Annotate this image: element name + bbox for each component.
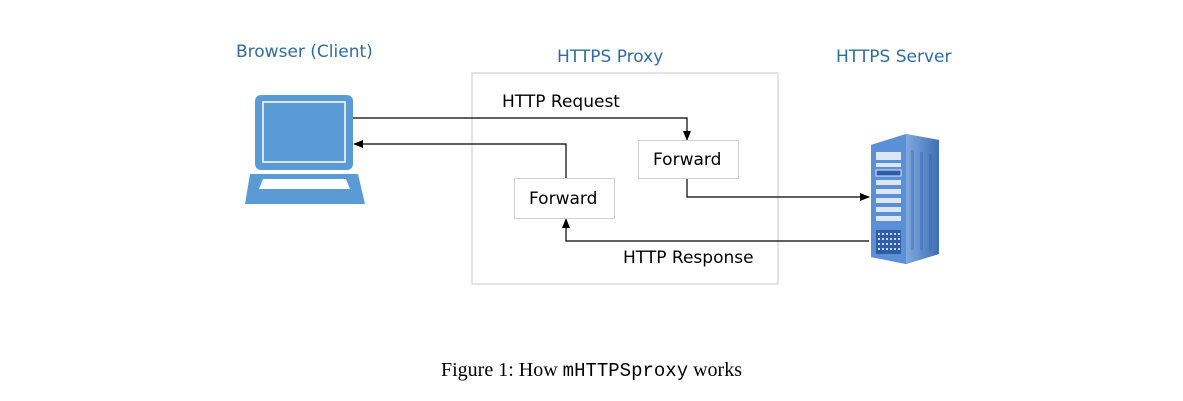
laptop-icon	[245, 95, 365, 204]
response-arrow	[562, 218, 869, 242]
caption-prefix: Figure 1: How	[441, 359, 558, 381]
proxy-title: HTTPS Proxy	[557, 47, 664, 67]
forward-box-lower: Forward	[514, 178, 615, 219]
caption-suffix: works	[693, 359, 742, 381]
request-label: HTTP Request	[502, 92, 620, 112]
client-title: Browser (Client)	[236, 42, 373, 62]
figure-caption: Figure 1: How mHTTPSproxy works	[0, 359, 1183, 382]
forward-label-upper: Forward	[653, 150, 722, 170]
request-arrow	[353, 117, 691, 141]
forward-label-lower: Forward	[529, 189, 598, 209]
forward-to-server-arrow	[686, 179, 870, 201]
caption-code: mHTTPSproxy	[562, 360, 689, 382]
forward-box-upper: Forward	[638, 140, 739, 179]
response-label: HTTP Response	[623, 248, 754, 268]
server-tower-icon	[871, 134, 939, 264]
forward-to-client-arrow	[353, 140, 567, 178]
server-title: HTTPS Server	[836, 47, 952, 67]
